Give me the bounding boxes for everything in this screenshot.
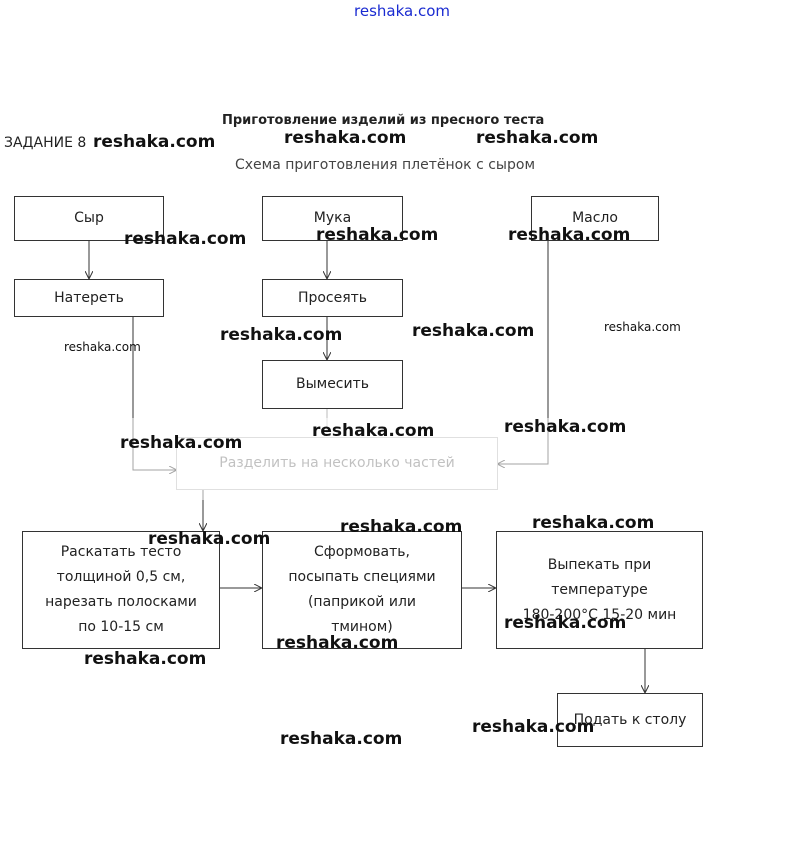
box-shape: Сформовать, посыпать специями (паприкой … [262, 531, 462, 649]
task-label: ЗАДАНИЕ 8 [4, 135, 87, 151]
watermark-top: reshaka.com [354, 2, 450, 20]
watermark: reshaka.com [316, 225, 439, 245]
watermark: reshaka.com [532, 513, 655, 533]
watermark: reshaka.com [508, 225, 631, 245]
watermark: reshaka.com [220, 325, 343, 345]
box-sift-label: Просеять [297, 289, 368, 306]
box-cheese-label: Сыр [74, 210, 104, 226]
box-butter-label: Масло [572, 210, 618, 226]
box-bake-label: Выпекать при температуре 180-200°С 15-20… [522, 556, 677, 623]
box-serve: Подать к столу [557, 693, 703, 747]
box-flour-label: Мука [313, 210, 352, 226]
watermark: reshaka.com [312, 421, 435, 441]
watermark: reshaka.com [124, 229, 247, 249]
watermark: reshaka.com [504, 613, 627, 633]
box-grate: Натереть [14, 279, 164, 317]
box-knead: Вымесить [262, 360, 403, 409]
watermark: reshaka.com [120, 433, 243, 453]
watermark: reshaka.com [284, 128, 407, 148]
watermark: reshaka.com [504, 417, 627, 437]
box-shape-label: Сформовать, посыпать специями (паприкой … [288, 544, 436, 635]
watermark: reshaka.com [280, 729, 403, 749]
watermark: reshaka.com [340, 517, 463, 537]
box-butter: Масло [531, 196, 659, 241]
watermark: reshaka.com [84, 649, 207, 669]
box-cheese: Сыр [14, 196, 164, 241]
diagram-title: Приготовление изделий из пресного теста [222, 113, 545, 128]
box-divide-label: Разделить на несколько частей [219, 455, 455, 471]
box-bake: Выпекать при температуре 180-200°С 15-20… [496, 531, 703, 649]
watermark: reshaka.com [472, 717, 595, 737]
box-knead-label: Вымесить [295, 376, 370, 392]
box-sift: Просеять [262, 279, 403, 317]
watermark: reshaka.com [476, 128, 599, 148]
box-grate-label: Натереть [54, 289, 124, 306]
watermark: reshaka.com [412, 321, 535, 341]
watermark: reshaka.com [604, 320, 681, 334]
box-serve-label: Подать к столу [573, 711, 687, 728]
watermark: reshaka.com [64, 340, 141, 354]
diagram-subtitle: Схема приготовления плетёнок с сыром [235, 157, 536, 173]
watermark: reshaka.com [148, 529, 271, 549]
watermark: reshaka.com [276, 633, 399, 653]
box-roll-label: Раскатать тесто толщиной 0,5 см, нарезат… [45, 544, 197, 635]
box-roll: Раскатать тесто толщиной 0,5 см, нарезат… [22, 531, 220, 649]
watermark: reshaka.com [93, 132, 216, 152]
box-flour: Мука [262, 196, 403, 241]
